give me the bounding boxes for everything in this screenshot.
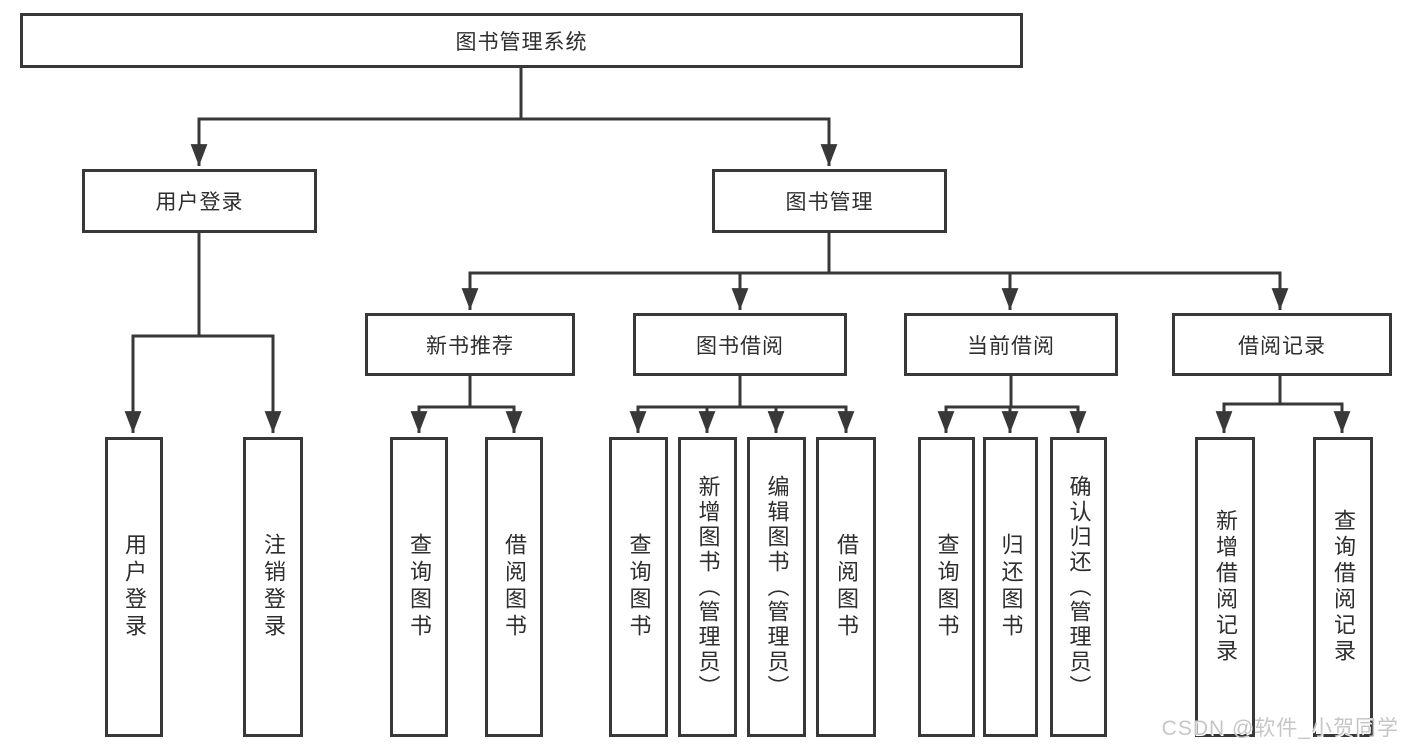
- leaf-borrow-borrow-book: 借阅图书: [816, 437, 876, 737]
- node-label: 借阅记录: [1238, 334, 1326, 358]
- node-label: 用户登录: [155, 191, 244, 214]
- node-current-borrow: 当前借阅: [904, 313, 1118, 376]
- node-label: 图书管理系统: [455, 30, 588, 54]
- node-borrow-record: 借阅记录: [1172, 313, 1392, 376]
- node-new-book-recommend: 新书推荐: [365, 313, 575, 376]
- leaf-borrow-add-book-admin: 新增图书（管理员）: [678, 437, 737, 737]
- leaf-current-query-book: 查询图书: [918, 437, 975, 737]
- leaf-record-query-borrow-record: 查询借阅记录: [1313, 437, 1373, 737]
- leaf-record-add-borrow-record: 新增借阅记录: [1195, 437, 1255, 737]
- node-user-login: 用户登录: [82, 169, 317, 233]
- leaf-current-return-book: 归还图书: [983, 437, 1038, 737]
- leaf-current-confirm-return-admin: 确认归还（管理员）: [1050, 437, 1107, 737]
- node-label: 新书推荐: [426, 334, 514, 358]
- node-book-borrow: 图书借阅: [633, 313, 847, 376]
- node-label: 图书借阅: [696, 334, 784, 358]
- leaf-logout-login: 注销登录: [243, 437, 303, 737]
- csdn-watermark: CSDN @软件_小贺同学: [1161, 717, 1399, 740]
- leaf-borrow-query-book: 查询图书: [609, 437, 668, 737]
- node-label: 当前借阅: [967, 334, 1055, 358]
- leaf-borrow-edit-book-admin: 编辑图书（管理员）: [747, 437, 806, 737]
- leaf-recommend-query-book: 查询图书: [390, 437, 448, 737]
- node-library-management-system: 图书管理系统: [20, 13, 1023, 68]
- leaf-user-login: 用户登录: [105, 437, 163, 737]
- node-book-management: 图书管理: [712, 169, 947, 233]
- node-label: 图书管理: [785, 191, 874, 214]
- leaf-recommend-borrow-book: 借阅图书: [485, 437, 543, 737]
